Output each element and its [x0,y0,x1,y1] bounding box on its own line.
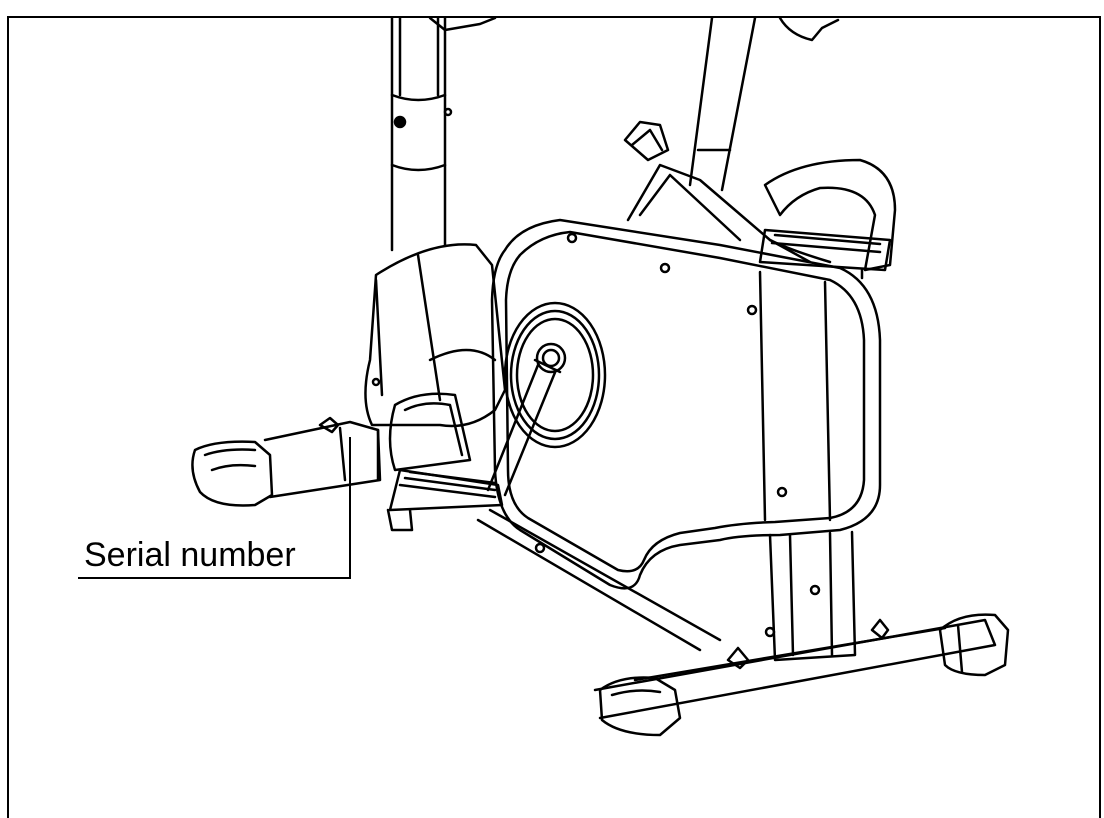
rear-stabilizer [593,613,1010,737]
callout-leader-line [349,437,351,579]
handlebar-stem [623,16,840,192]
frame-border-left [7,16,9,818]
seat-shroud [364,243,507,428]
frame-border-right [1099,16,1101,818]
left-pedal [386,392,504,532]
callout-underline [78,577,351,579]
right-pedal [758,158,897,280]
main-housing [490,218,882,638]
base-rail [476,508,722,652]
seat-post [390,16,497,252]
crank-arm [486,358,562,497]
front-stabilizer [191,416,382,507]
frame-border-top [7,16,1101,18]
flywheel [503,301,607,449]
serial-number-label: Serial number [84,536,296,574]
lower-support [768,530,857,662]
